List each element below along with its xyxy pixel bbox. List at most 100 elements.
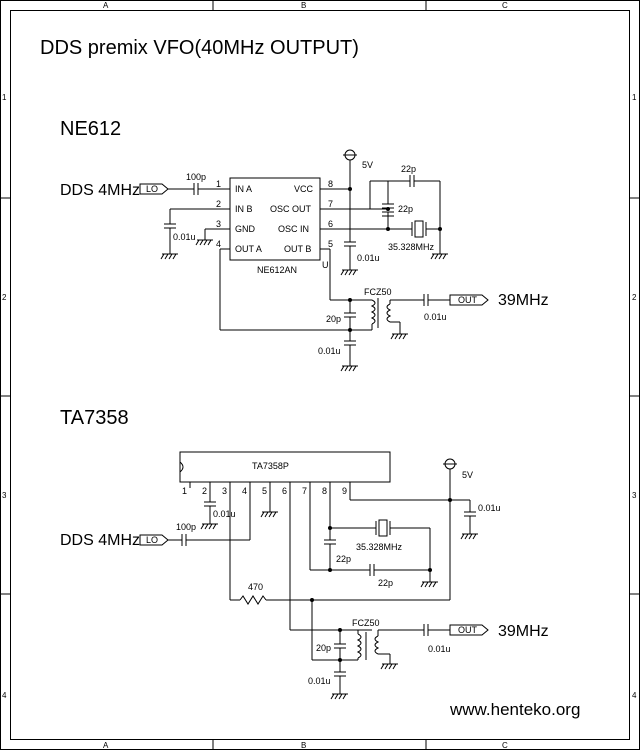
row-label-1-left: 1 [2,93,7,102]
ta7358-c-osc2-label: 22p [378,578,393,588]
ta7358-input-label: DDS 4MHz [60,532,140,549]
ta7358-gnd-osc [420,581,439,588]
ta7358-pin-num-4: 4 [242,486,247,496]
row-label-3-right: 3 [632,491,637,500]
ne612-c-inb-label: 0.01u [173,232,196,242]
ne612-pin-osc-out: OSC OUT [270,204,312,214]
ta7358-vcc-label: 5V [462,470,473,480]
ta7358-gnd-coil [380,663,399,670]
ne612-c-osc2-label: 22p [398,204,413,214]
ta7358-c-in-label: 100p [176,522,196,532]
ne612-c-osc1-label: 22p [401,164,416,174]
ne612-pin-num-5: 5 [328,239,333,249]
ne612-lo-port-label: LO [146,184,158,194]
ne612-pin-in-b: IN B [235,204,253,214]
ta7358-coil-secondary [374,635,380,655]
ta7358-pin-num-6: 6 [282,486,287,496]
ne612-pin-out-a: OUT A [235,244,262,254]
row-label-4-left: 4 [2,691,7,700]
ne612-gnd-inb [160,253,179,260]
ta7358-c-bypass-label: 0.01u [308,676,331,686]
col-label-c-bottom: C [502,741,508,750]
ne612-gnd-osc [430,253,449,260]
ne612-heading: NE612 [60,118,121,140]
ta7358-resistor-label: 470 [248,582,263,592]
ne612-pin-in-a: IN A [235,184,252,194]
row-label-2-left: 2 [2,293,7,302]
ne612-c-vcc-label: 0.01u [357,253,380,263]
ta7358-c-p2-label: 0.01u [213,509,236,519]
ta7358-pin-num-5: 5 [262,486,267,496]
ta7358-gnd-p2 [200,523,219,530]
ta7358-output-label: 39MHz [498,623,549,640]
ne612-c-bypass-label: 0.01u [318,346,341,356]
ne612-output-label: 39MHz [498,292,549,309]
col-label-b-top: B [301,1,306,10]
ne612-coil-primary [370,299,376,325]
ne612-pin-num-8: 8 [328,179,333,189]
ta7358-pin-num-8: 8 [322,486,327,496]
ta7358-lo-port-label: LO [146,535,158,545]
ne612-gnd-tank [340,365,359,372]
ta7358-out-port-label: OUT [458,625,478,635]
ta7358-c-vcc-label: 0.01u [478,503,501,513]
ne612-pin-num-2: 2 [216,199,221,209]
ne612-u-mark: U [322,260,329,270]
ne612-crystal-label: 35.328MHz [388,242,435,252]
ne612-pin-num-7: 7 [328,199,333,209]
ne612-circuit: DDS 4MHz LO 100p NE612AN IN A IN B GND O… [60,149,549,372]
ta7358-gnd-tank [330,693,349,700]
ne612-gnd-coil [390,333,409,340]
ne612-coil-label: FCZ50 [364,287,392,297]
ne612-pin-num-1: 1 [216,179,221,189]
ta7358-pin-num-1: 1 [182,486,187,496]
ta7358-c-osc1-label: 22p [336,554,351,564]
ne612-c-in-label: 100p [186,172,206,182]
ta7358-coil-label: FCZ50 [352,618,380,628]
ne612-ic-body [229,177,321,261]
ne612-out-port-label: OUT [458,295,478,305]
page-title: DDS premix VFO(40MHz OUTPUT) [40,37,359,59]
ne612-crystal [414,220,424,238]
ta7358-pin-num-3: 3 [222,486,227,496]
ne612-input-label: DDS 4MHz [60,182,140,199]
ta7358-gnd-vcc [460,533,479,540]
ne612-out-port [449,294,489,306]
ne612-c-out-label: 0.01u [424,312,447,322]
row-label-4-right: 4 [632,691,637,700]
row-label-3-left: 3 [2,491,7,500]
ta7358-c-out-label: 0.01u [428,644,451,654]
ne612-pin-num-3: 3 [216,219,221,229]
ne612-pin-num-6: 6 [328,219,333,229]
ta7358-pin-num-2: 2 [202,486,207,496]
ne612-coil-secondary [386,303,392,323]
ta7358-heading: TA7358 [60,407,129,429]
ta7358-ic-name: TA7358P [252,461,289,471]
ne612-pin-vcc: VCC [294,184,314,194]
ne612-gnd-pin3 [195,239,214,246]
ta7358-coil-primary [356,633,362,659]
ta7358-pin-num-9: 9 [342,486,347,496]
col-label-c-top: C [502,1,508,10]
ta7358-pin-num-7: 7 [302,486,307,496]
ne612-pin-num-4: 4 [216,239,221,249]
ta7358-lo-port [139,534,169,546]
col-label-b-bottom: B [301,741,306,750]
ta7358-gnd-p5 [260,511,279,518]
website-url: www.henteko.org [449,700,580,719]
col-label-a-bottom: A [103,741,109,750]
ne612-pin-gnd: GND [235,224,256,234]
ne612-c-tank-label: 20p [326,314,341,324]
ne612-lo-port [139,183,169,195]
ne612-pin-out-b: OUT B [284,244,311,254]
row-label-1-right: 1 [632,93,637,102]
ne612-vcc-label: 5V [362,160,373,170]
ne612-pin-osc-in: OSC IN [278,224,309,234]
ne612-gnd-vcc [340,269,359,276]
ne612-ic-name: NE612AN [257,265,297,275]
ta7358-crystal-label: 35.328MHz [356,542,403,552]
ta7358-crystal [378,519,388,537]
ta7358-c-tank-label: 20p [316,643,331,653]
row-label-2-right: 2 [632,293,637,302]
